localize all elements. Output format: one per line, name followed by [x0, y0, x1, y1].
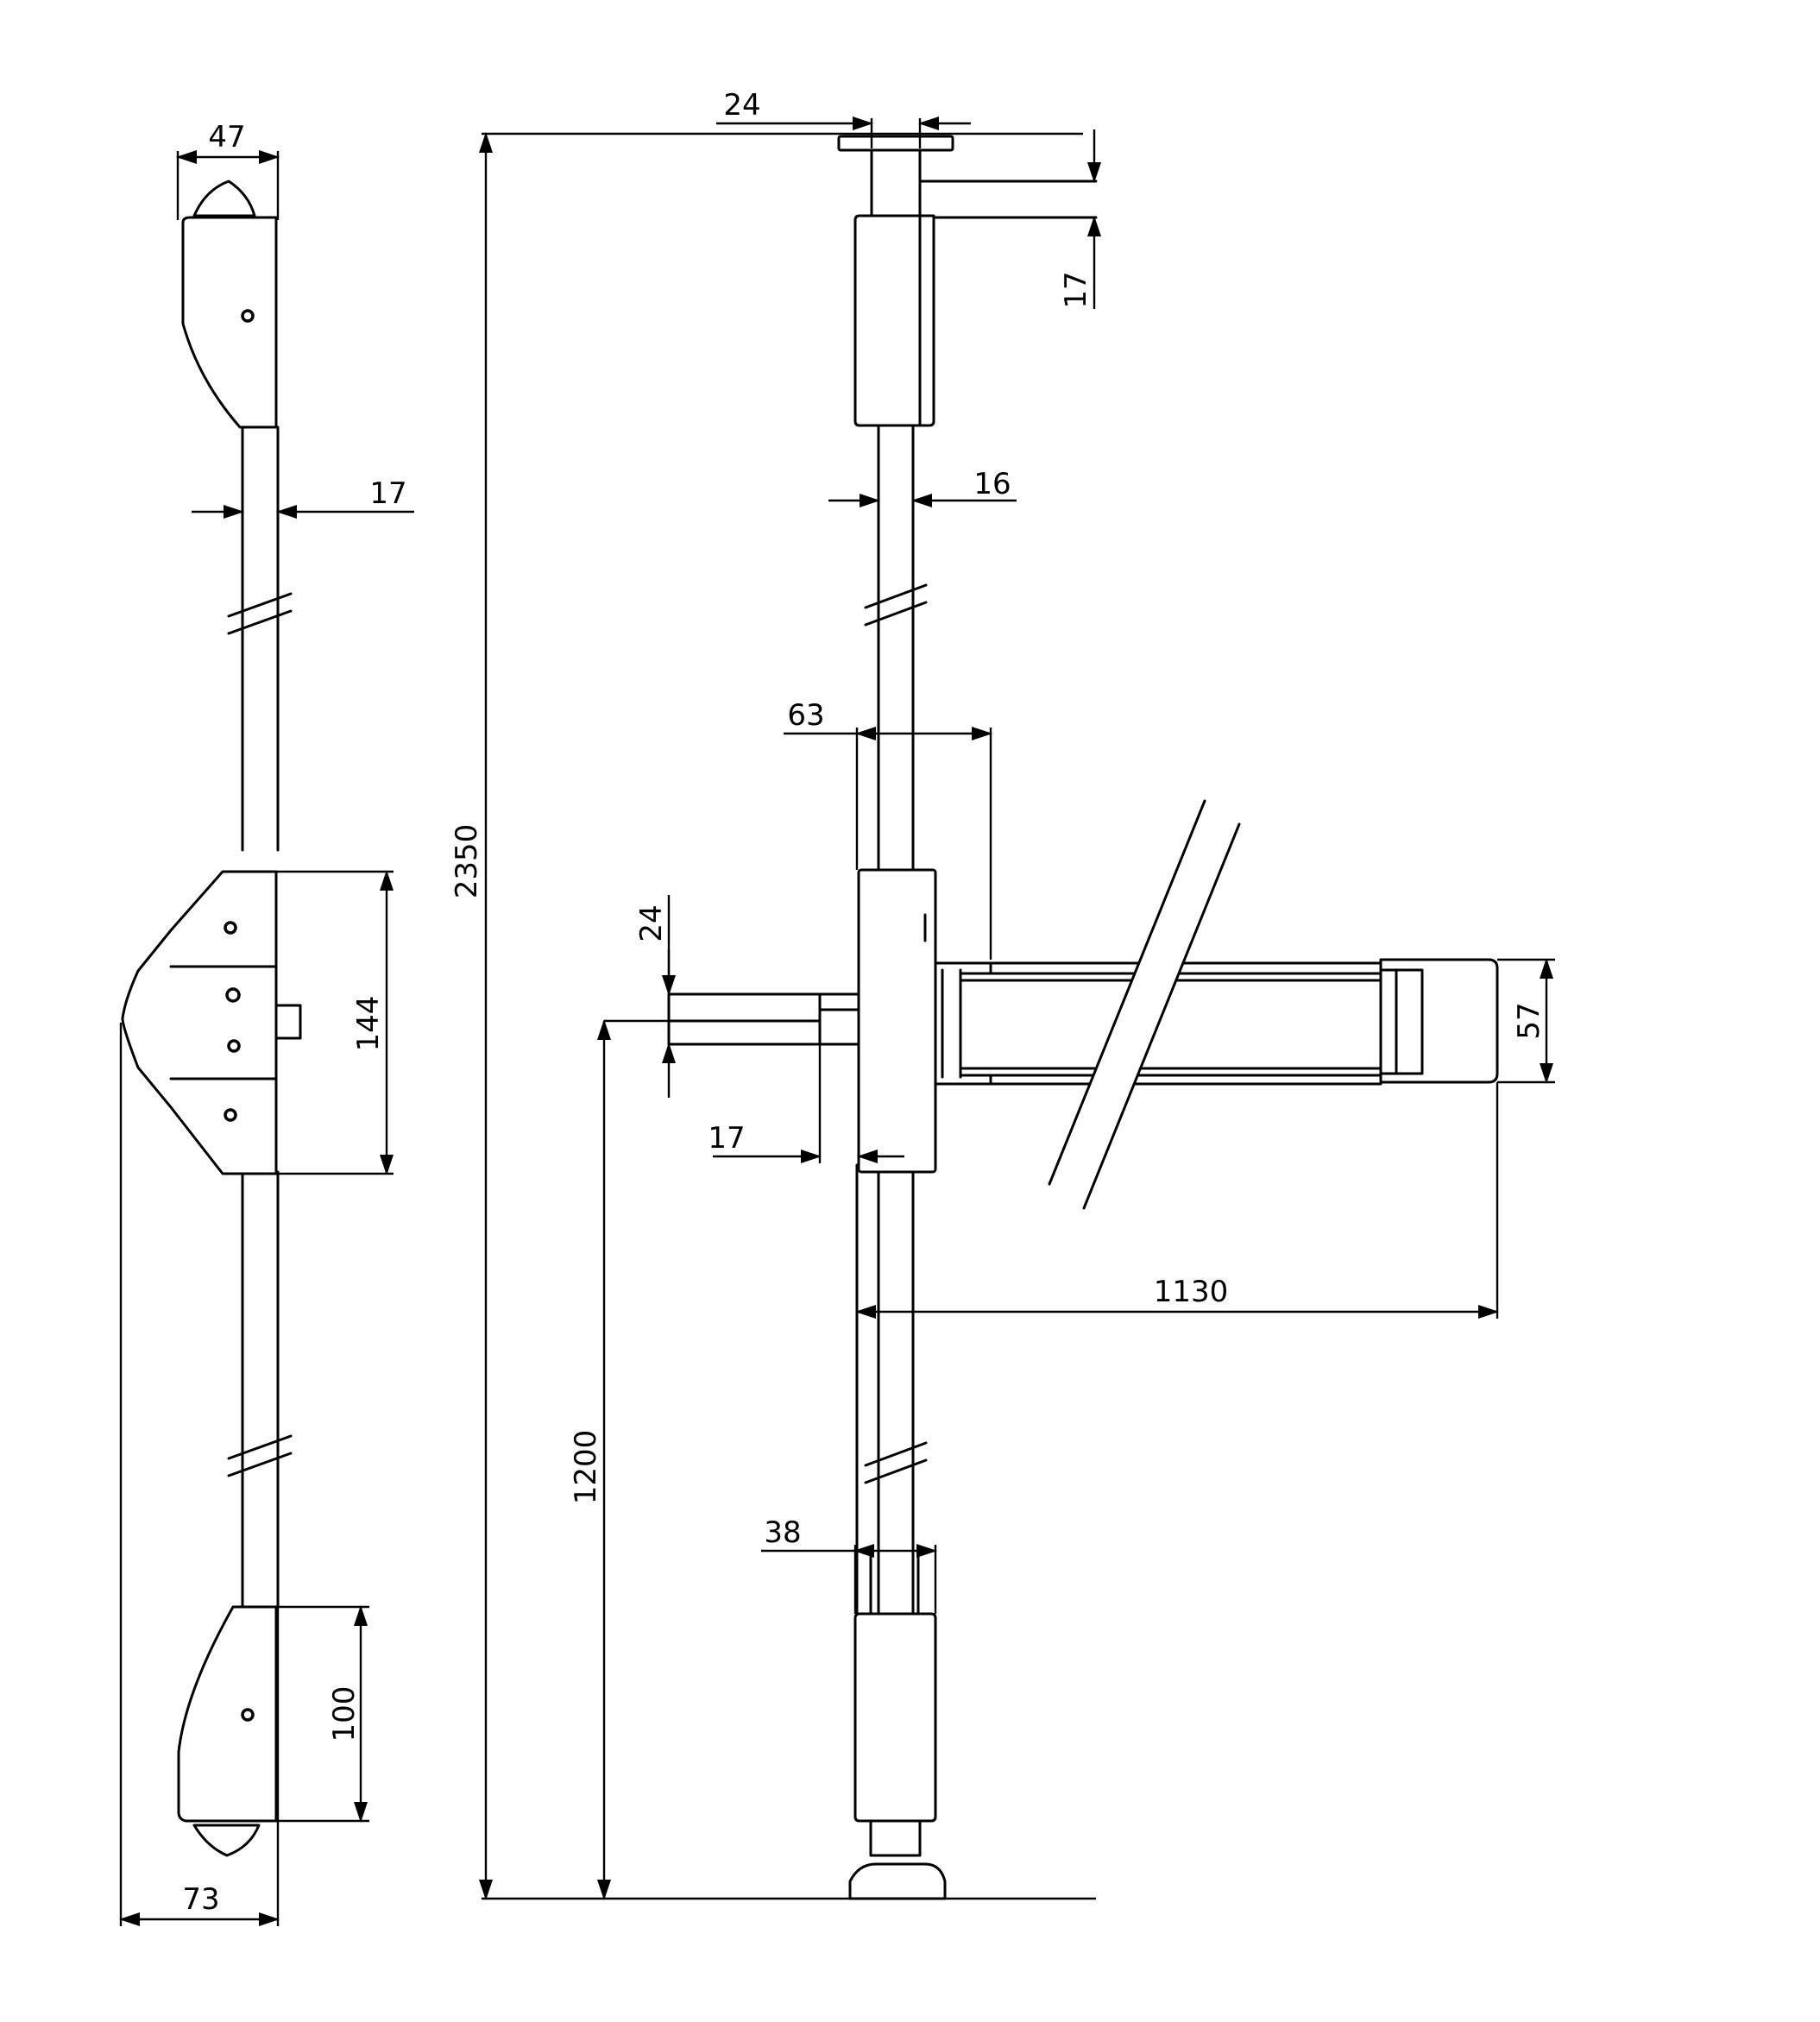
screw-hole [241, 309, 255, 323]
dim-case-width: 63 [787, 698, 824, 733]
handle-spindle [667, 992, 822, 1046]
overall-height-dimension: 2350 [450, 132, 1096, 1900]
top-strike-plate [837, 135, 954, 152]
top-bolt-head [181, 180, 278, 429]
dim-rod-width: 16 [973, 467, 1011, 501]
dim-side-bottom-height: 100 [327, 1686, 362, 1742]
break-mark [864, 583, 928, 609]
dim-side-total-depth: 73 [182, 1882, 219, 1917]
side-lock-case [121, 870, 302, 1175]
dim-side-rod-width: 17 [369, 476, 406, 511]
break-mark [864, 601, 928, 627]
bottom-bolt-head [177, 1605, 278, 1857]
screw-hole [227, 1039, 241, 1053]
dim-handle-offset: 17 [708, 1121, 745, 1156]
dim-side-top-width: 47 [208, 120, 245, 154]
screw-hole [241, 1708, 255, 1722]
front-view [667, 135, 1499, 1900]
front-view-dimensions: 24 17 16 63 24 17 1200 1130 [569, 88, 1555, 1900]
break-mark [227, 1452, 293, 1477]
screw-hole [225, 987, 241, 1003]
break-mark [227, 1434, 293, 1460]
dim-handle-axis-height: 1200 [569, 1430, 603, 1505]
push-bar [934, 958, 1499, 1086]
dim-bar-length: 1130 [1154, 1275, 1229, 1309]
dim-top-plate-width: 24 [723, 88, 760, 123]
handle-rose [818, 992, 860, 1046]
break-mark [227, 609, 293, 635]
break-mark [227, 592, 293, 618]
screw-hole [224, 1108, 237, 1122]
break-mark [864, 1441, 928, 1467]
dim-bottom-guide-width: 38 [764, 1515, 801, 1550]
dim-bar-height: 57 [1512, 1002, 1546, 1039]
dim-top-bolt-offset: 17 [1059, 271, 1093, 308]
screw-hole [224, 921, 237, 935]
latch-bolt [274, 1004, 302, 1040]
dim-side-case-height: 144 [351, 996, 386, 1052]
bottom-bolt-housing [853, 1612, 937, 1823]
dim-handle-height: 24 [634, 904, 669, 942]
bar-break [1049, 801, 1239, 1208]
floor-strike [848, 1862, 947, 1900]
break-mark [864, 1458, 928, 1484]
dim-total-height: 2350 [450, 824, 484, 899]
top-bolt-housing [853, 214, 935, 427]
side-view: 47 17 144 100 73 [119, 120, 414, 1926]
